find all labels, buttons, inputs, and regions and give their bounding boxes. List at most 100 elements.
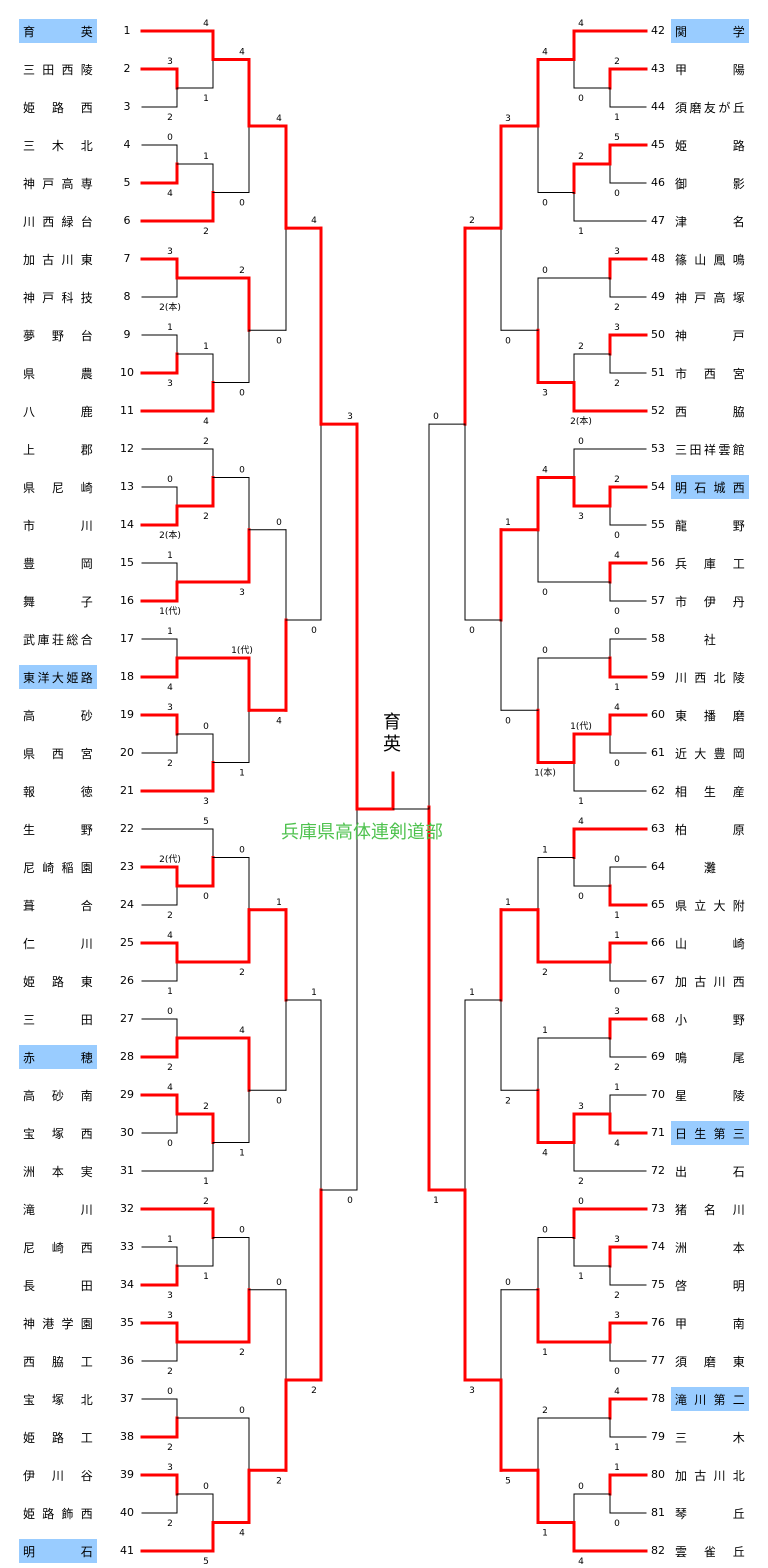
team-name: 甲陽: [675, 62, 745, 77]
score-label: 0: [614, 855, 620, 865]
team-name: 県立大附: [675, 898, 745, 913]
score-label: 0: [614, 987, 620, 997]
team-number: 58: [651, 632, 665, 645]
score-label: 1: [167, 1235, 173, 1245]
score-label: 1: [542, 1026, 548, 1036]
team-name: 八鹿: [23, 404, 93, 419]
score-label: 4: [167, 189, 173, 199]
team-number: 81: [651, 1506, 665, 1519]
score-label: 1: [542, 1529, 548, 1539]
score-label: 1: [614, 1443, 620, 1453]
score-label: 0: [614, 759, 620, 769]
team-name: 神戸科技: [23, 290, 93, 305]
score-label: 2: [167, 911, 173, 921]
team-name: 洲本: [675, 1240, 745, 1255]
team-number: 38: [120, 1430, 134, 1443]
score-label: 4: [239, 1026, 245, 1036]
team-name: 出石: [675, 1164, 745, 1179]
team-number: 22: [120, 822, 134, 835]
score-label: 3: [239, 588, 245, 598]
score-label: 4: [167, 931, 173, 941]
team-name: 仁川: [23, 936, 93, 951]
score-label: 4: [614, 1139, 620, 1149]
team-name: 滝川: [23, 1202, 93, 1217]
team-name: 小野: [675, 1012, 745, 1027]
score-label: 1: [578, 227, 584, 237]
score-label: 4: [239, 48, 245, 58]
score-label: 2: [239, 266, 245, 276]
score-label: 0: [239, 199, 245, 209]
team-number: 23: [120, 860, 134, 873]
score-label: 0: [614, 1519, 620, 1529]
team-name: 市川: [23, 518, 93, 533]
score-label: 4: [311, 216, 317, 226]
team-number: 56: [651, 556, 665, 569]
team-number: 63: [651, 822, 665, 835]
score-label: 3: [167, 703, 173, 713]
score-label: 3: [167, 1291, 173, 1301]
team-number: 55: [651, 518, 665, 531]
team-name: 社: [703, 632, 717, 647]
score-label: 4: [203, 19, 209, 29]
team-name: 神戸高塚: [675, 290, 745, 305]
score-label: 3: [614, 1007, 620, 1017]
team-number: 6: [123, 214, 131, 227]
team-number: 54: [651, 480, 665, 493]
team-name: 三田祥雲館: [675, 442, 745, 457]
team-name: 三木北: [23, 138, 93, 153]
score-label: 4: [239, 1529, 245, 1539]
team-number: 47: [651, 214, 665, 227]
team-name: 甲南: [675, 1316, 745, 1331]
score-label: 3: [614, 1311, 620, 1321]
team-name: 東洋大姫路: [19, 665, 97, 689]
team-name: 上郡: [23, 442, 93, 457]
score-label: 1: [167, 987, 173, 997]
team-name: 神港学園: [23, 1316, 93, 1331]
score-label: 0: [276, 336, 282, 346]
score-label: 2: [203, 1102, 209, 1112]
team-name: 県西宮: [23, 746, 93, 761]
score-label: 2: [614, 1291, 620, 1301]
team-number: 16: [120, 594, 134, 607]
team-number: 44: [651, 100, 665, 113]
team-number: 78: [651, 1392, 665, 1405]
score-label: 1: [203, 152, 209, 162]
score-label: 0: [542, 266, 548, 276]
score-label: 1(代): [570, 721, 592, 732]
team-name: 須磨東: [675, 1354, 745, 1369]
team-name: 洲本実: [23, 1164, 93, 1179]
score-label: 1: [469, 988, 475, 998]
score-label: 4: [276, 716, 282, 726]
team-name: 灘: [703, 860, 717, 875]
score-label: 1: [542, 1348, 548, 1358]
team-name: 琴丘: [675, 1506, 745, 1521]
score-label: 1: [203, 94, 209, 104]
score-label: 2: [578, 1177, 584, 1187]
score-label: 4: [614, 1387, 620, 1397]
score-label: 3: [469, 1386, 475, 1396]
team-name: 近大豊岡: [675, 746, 745, 761]
score-label: 0: [311, 626, 317, 636]
score-label: 1: [578, 1272, 584, 1282]
team-name: 宝塚西: [23, 1126, 93, 1141]
score-label: 1: [614, 1083, 620, 1093]
score-label: 1: [203, 1177, 209, 1187]
team-name: 葺合: [23, 898, 93, 913]
team-number: 49: [651, 290, 665, 303]
score-label: 0: [578, 1197, 584, 1207]
score-label: 2: [239, 1348, 245, 1358]
score-label: 1: [167, 627, 173, 637]
team-name: 明石: [19, 1539, 97, 1563]
score-label: 4: [614, 703, 620, 713]
score-label: 2: [614, 57, 620, 67]
team-number: 21: [120, 784, 134, 797]
organization-label: 兵庫県高体連剣道部: [281, 822, 443, 843]
team-number: 32: [120, 1202, 134, 1215]
team-number: 67: [651, 974, 665, 987]
team-number: 66: [651, 936, 665, 949]
team-name: 姫路: [675, 138, 745, 153]
score-label: 3: [167, 1463, 173, 1473]
score-label: 2: [203, 512, 209, 522]
score-label: 4: [167, 1083, 173, 1093]
